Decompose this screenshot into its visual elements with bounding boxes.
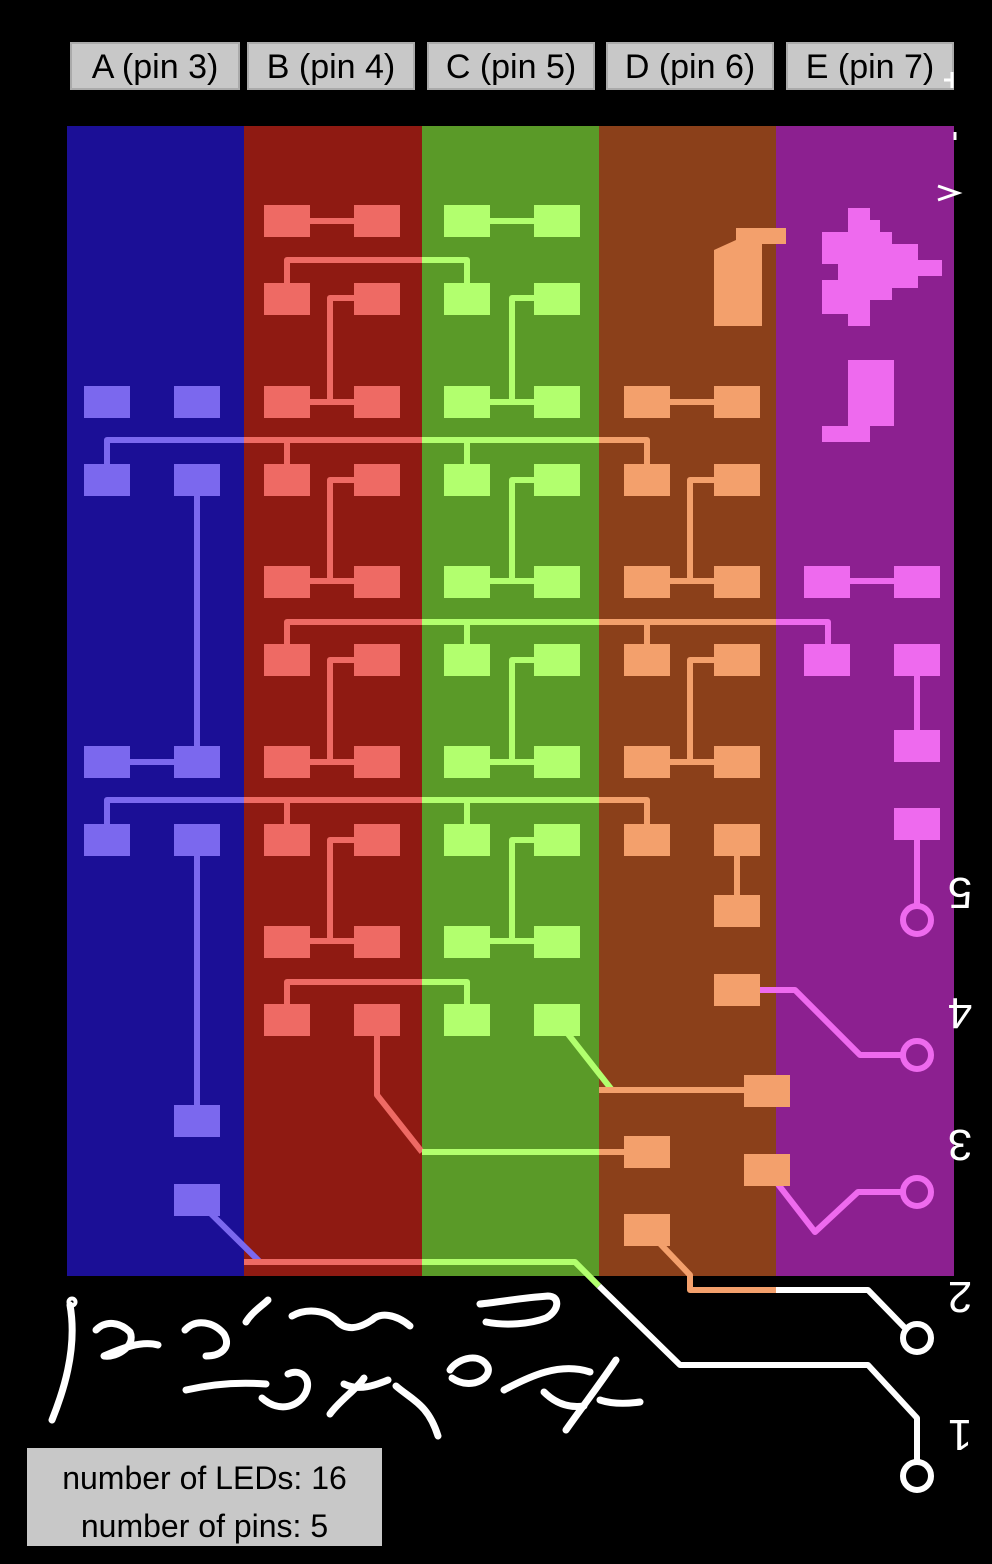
pads-column-d	[624, 228, 790, 1246]
pads-column-a	[84, 386, 220, 1216]
pads-column-e	[804, 208, 942, 840]
connector-pad-3	[900, 1175, 934, 1209]
pads-column-c	[444, 205, 580, 1036]
column-header-d: D (pin 6)	[606, 42, 774, 90]
pin-number-5: 5	[948, 868, 972, 917]
pin-number-4: 4	[948, 988, 972, 1037]
column-header-a: A (pin 3)	[70, 42, 240, 90]
column-band-a	[67, 126, 244, 1276]
connector-pads	[900, 903, 934, 1493]
pin-number-1: 1	[948, 1410, 972, 1459]
column-header-b: B (pin 4)	[247, 42, 415, 90]
traces-column-b	[244, 218, 425, 1265]
pads-column-b	[264, 205, 400, 1036]
traces-outside-board	[596, 1283, 920, 1462]
connector-pad-2	[900, 1321, 934, 1355]
column-header-e: E (pin 7)	[786, 42, 954, 90]
connector-pad-1	[900, 1459, 934, 1493]
pin-number-2: 2	[948, 1272, 972, 1321]
column-header-c: C (pin 5)	[427, 42, 595, 90]
connector-pad-5	[900, 903, 934, 937]
pin-count: number of pins: 5	[80, 1508, 329, 1544]
traces-column-e	[760, 578, 920, 1235]
signature	[48, 1292, 644, 1440]
connector-pad-4	[900, 1038, 934, 1072]
pin-number-3: 3	[948, 1120, 972, 1169]
led-count: number of LEDs: 16	[62, 1460, 347, 1496]
stats-box: number of LEDs: 16 number of pins: 5	[27, 1448, 382, 1546]
corner-marks	[937, 72, 963, 202]
